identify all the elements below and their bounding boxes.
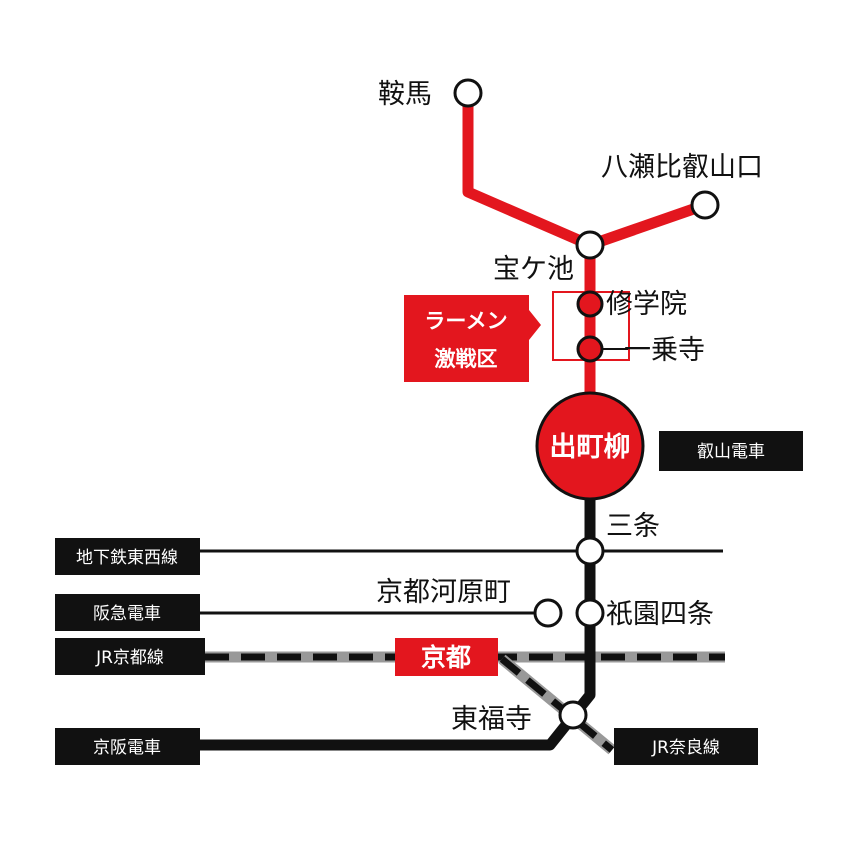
station-ichijoji-label: 一乗寺 <box>624 335 705 366</box>
station-ichijoji-marker[interactable] <box>576 335 604 363</box>
jr-nara-line-dash <box>499 656 615 753</box>
keihan-label: 京阪電車 <box>93 738 161 758</box>
eizan-line-box <box>659 431 803 471</box>
eizan-line-yase-branch <box>588 199 707 251</box>
station-kurama-marker[interactable] <box>453 78 483 108</box>
station-sanjo-label: 三条 <box>606 511 660 542</box>
jr-kyoto-box <box>55 638 205 675</box>
jr-nara-box <box>614 728 758 765</box>
jr-nara-label: JR奈良線 <box>651 738 720 758</box>
station-shugakuin-marker[interactable] <box>576 290 604 318</box>
eizan-line-label: 叡山電車 <box>697 442 765 462</box>
station-kyoto-label: 京都 <box>421 643 471 672</box>
station-demachiyanagi-label: 出町柳 <box>550 432 631 463</box>
subway-tozai-box <box>55 538 200 575</box>
jr-kyoto-label: JR京都線 <box>95 648 164 668</box>
ramen-callout-line1: ラーメン <box>424 308 507 333</box>
station-gion-marker[interactable] <box>575 598 605 628</box>
station-takaragaike-label: 宝ケ池 <box>493 254 574 285</box>
station-tofukuji-marker[interactable] <box>558 700 588 730</box>
station-kawaramachi-label: 京都河原町 <box>376 577 511 608</box>
station-yase-label: 八瀬比叡山口 <box>601 152 763 183</box>
station-gion-label: 祇園四条 <box>606 599 714 630</box>
station-kurama-label: 鞍馬 <box>378 79 432 110</box>
station-sanjo-marker[interactable] <box>575 536 605 566</box>
ramen-callout-line2: 激戦区 <box>435 346 498 371</box>
station-tofukuji-label: 東福寺 <box>451 704 532 735</box>
station-takaragaike-marker[interactable] <box>575 230 605 260</box>
station-shugakuin-label: 修学院 <box>606 289 687 320</box>
ramen-callout-box <box>404 295 541 382</box>
station-yase-marker[interactable] <box>690 190 720 220</box>
station-kawaramachi-marker[interactable] <box>533 598 563 628</box>
hankyu-box <box>55 594 200 631</box>
station-demachiyanagi-marker[interactable] <box>535 391 645 501</box>
station-kyoto-box[interactable] <box>395 638 498 676</box>
hankyu-label: 阪急電車 <box>93 604 161 624</box>
subway-tozai-label: 地下鉄東西線 <box>76 548 178 568</box>
keihan-box <box>55 728 200 765</box>
